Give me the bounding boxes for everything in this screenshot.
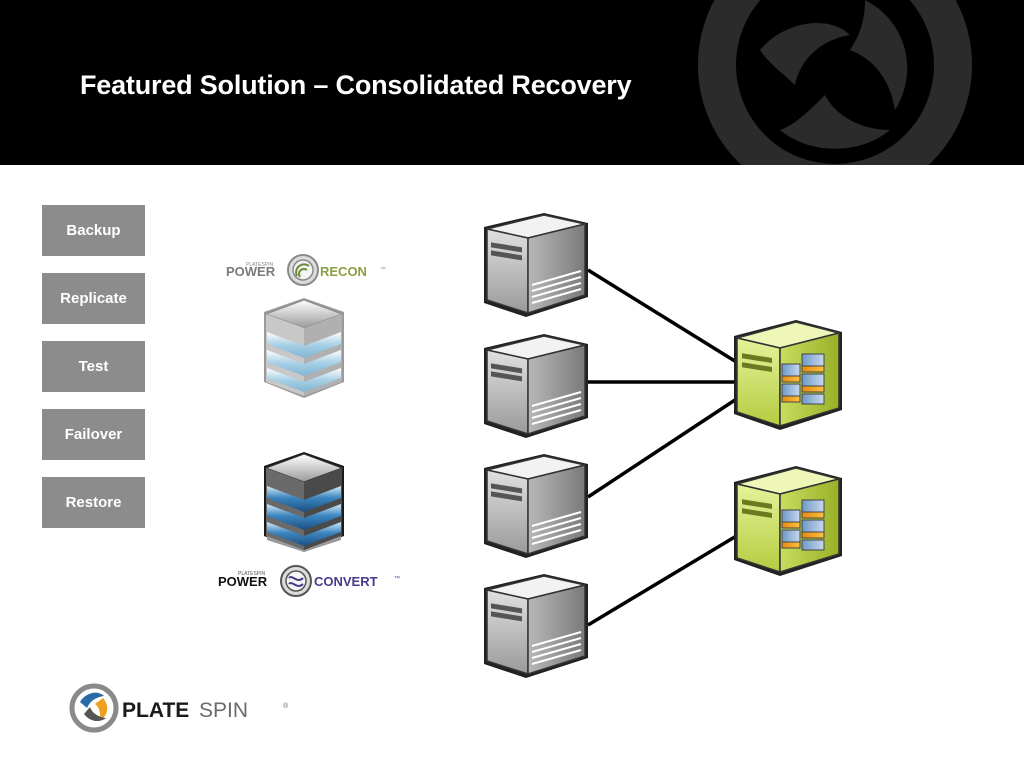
- server-icon: [484, 213, 588, 317]
- mini-server-rack: [781, 353, 825, 405]
- server-icon: [484, 454, 588, 558]
- power-recon-logo: PLATESPIN POWER RECON ™: [226, 254, 386, 286]
- brand-right-label: SPIN: [199, 699, 248, 722]
- recon-left-label: POWER: [226, 264, 276, 279]
- connection-line-4: [587, 533, 739, 627]
- connection-line-3: [587, 396, 739, 499]
- page-title: Featured Solution – Consolidated Recover…: [80, 70, 632, 100]
- recon-small-label: PLATESPIN: [246, 262, 274, 268]
- failover-button[interactable]: Failover: [42, 409, 145, 460]
- brand-registered-mark: ®: [283, 702, 289, 710]
- database-stack-icon: [264, 452, 344, 552]
- header-banner: Featured Solution – Consolidated Recover…: [0, 0, 1024, 165]
- platespin-logo-icon: [69, 683, 119, 733]
- connection-line-1: [587, 268, 739, 365]
- convert-small-label: PLATESPIN: [238, 571, 266, 577]
- convert-left-label: POWER: [218, 574, 268, 589]
- recon-trademark: ™: [380, 266, 386, 273]
- test-button[interactable]: Test: [42, 341, 145, 392]
- restore-button[interactable]: Restore: [42, 477, 145, 528]
- convert-trademark: ™: [394, 575, 400, 582]
- power-convert-logo: PLATESPIN POWER CONVERT ™: [218, 565, 400, 597]
- mini-server-rack: [781, 499, 825, 551]
- database-stack-icon: [264, 298, 344, 398]
- server-icon: [484, 574, 588, 678]
- recovery-appliance-icon: [734, 466, 842, 576]
- backup-button[interactable]: Backup: [42, 205, 145, 256]
- platespin-mark-icon: [698, 0, 972, 165]
- connection-lines: [587, 268, 739, 627]
- replicate-button[interactable]: Replicate: [42, 273, 145, 324]
- recovery-appliance-icon: [734, 320, 842, 430]
- platespin-logo: PLATE SPIN ®: [69, 683, 289, 733]
- recon-right-label: RECON: [320, 264, 367, 279]
- server-icon: [484, 334, 588, 438]
- convert-right-label: CONVERT: [314, 574, 378, 589]
- brand-left-label: PLATE: [122, 699, 189, 722]
